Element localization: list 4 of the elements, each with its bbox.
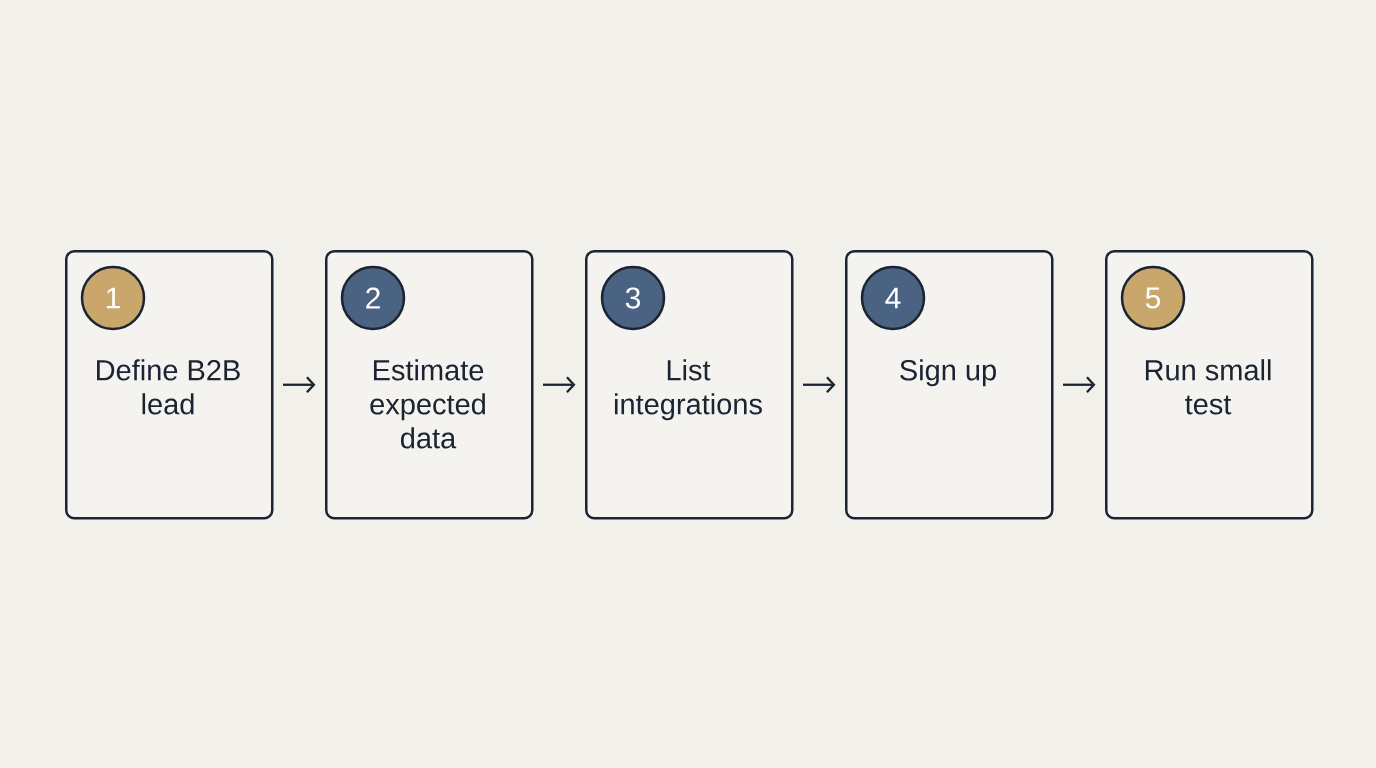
arrow (283, 376, 316, 394)
arrow (803, 376, 836, 394)
arrow (1063, 376, 1096, 394)
arrow (543, 376, 576, 394)
